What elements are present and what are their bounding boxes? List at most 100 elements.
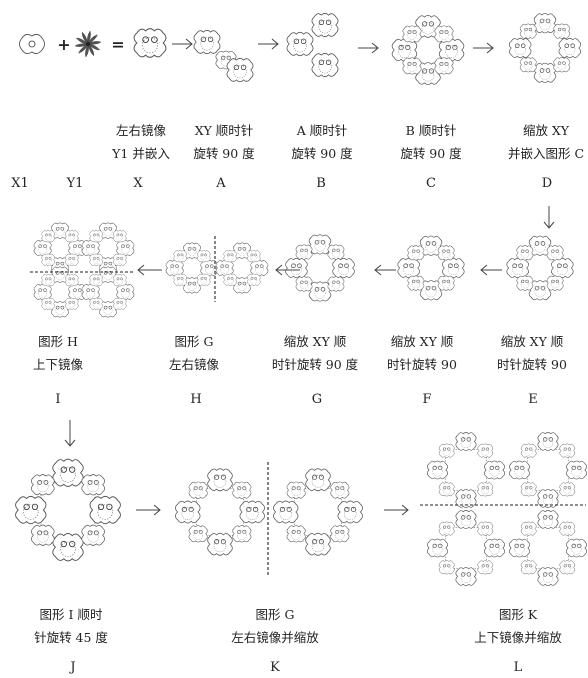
tile-eye-left xyxy=(255,265,258,268)
tile-eye-left xyxy=(121,289,124,292)
tile-eye-left xyxy=(440,30,443,33)
tile-eye-left xyxy=(558,62,561,65)
tile-eye-left xyxy=(251,277,253,279)
tile-eye-left xyxy=(319,60,324,65)
tile-eye-left xyxy=(45,278,47,280)
arm-tile xyxy=(427,539,447,557)
figure-j xyxy=(16,459,121,561)
tile-eye-left xyxy=(221,265,224,268)
tile-eye-left xyxy=(56,227,59,230)
tile-eye-left xyxy=(247,507,251,511)
corner-tile xyxy=(403,26,421,43)
arm-tile xyxy=(442,258,464,278)
tile-eye-left xyxy=(104,306,107,309)
tile-eye-left xyxy=(227,277,229,279)
arm-tile xyxy=(53,534,83,561)
arm-tile xyxy=(427,461,447,479)
tile-eye-left xyxy=(117,257,119,259)
tile-eye-left xyxy=(461,516,465,520)
tile-eye-left xyxy=(238,282,241,285)
tile-eye-left xyxy=(251,254,253,256)
pinwheel-hub xyxy=(86,42,90,46)
corner-tile xyxy=(403,58,421,75)
tile-eye-left xyxy=(540,69,544,73)
corner-tile xyxy=(547,276,563,291)
tile-eye-left xyxy=(543,495,547,499)
arm-tile xyxy=(34,284,51,300)
tile-eye-left xyxy=(412,280,415,283)
tile-eye-left xyxy=(490,544,494,548)
corner-tile xyxy=(520,57,536,72)
corner-tile xyxy=(435,58,453,75)
tile-eye-left xyxy=(214,475,218,479)
equals-operator: = xyxy=(111,37,124,52)
corner-tile xyxy=(521,560,536,574)
tile-eye-left xyxy=(69,234,71,236)
tile-eye-left xyxy=(201,37,206,42)
arm-tile xyxy=(456,432,476,450)
corner-tile xyxy=(439,482,454,496)
tile-eye-left xyxy=(564,526,567,529)
tile-eye-left xyxy=(194,530,197,533)
label-g: G xyxy=(312,392,322,407)
tile-eye-left xyxy=(292,487,295,490)
corner-tile xyxy=(189,526,207,543)
caption-x-line2: Y1 并嵌入 xyxy=(112,147,170,161)
tile-eye-left xyxy=(93,278,95,280)
caption-k-line2: 左右镜像并缩放 xyxy=(231,631,319,645)
tile-eye-left xyxy=(426,241,430,245)
arm-tile xyxy=(398,258,420,278)
corner-tile xyxy=(82,475,105,495)
label-j: J xyxy=(70,660,75,675)
tile-eye-left xyxy=(87,245,90,248)
corner-tile xyxy=(65,230,78,242)
tile-eye-left xyxy=(408,30,411,33)
corner-tile xyxy=(521,444,536,458)
tile-eye-left xyxy=(404,264,408,268)
caption-f-line1: 缩放 XY 顺 xyxy=(391,335,454,349)
figure-b-tile-2 xyxy=(312,13,338,36)
arm-tile xyxy=(306,533,331,555)
tile-eye-left xyxy=(182,507,186,511)
figure-i-bottom-left xyxy=(34,267,86,317)
tile-eye-left xyxy=(315,287,319,291)
corner-tile xyxy=(331,482,349,499)
arm-tile xyxy=(117,240,134,256)
arm-tile xyxy=(529,281,551,301)
tile-eye-left xyxy=(194,487,197,490)
tile-eye-left xyxy=(565,44,569,48)
tile-eye-left xyxy=(38,531,42,535)
corner-tile xyxy=(328,245,344,260)
corner-tile xyxy=(113,274,126,286)
corner-tile xyxy=(478,522,493,536)
tile-eye-left xyxy=(121,245,124,248)
tile-eye-left xyxy=(315,240,319,244)
tile-eye-left xyxy=(38,480,42,484)
tile-eye-left xyxy=(87,289,90,292)
label-b: B xyxy=(316,176,326,191)
tile-eye-left xyxy=(336,487,339,490)
arm-tile xyxy=(309,282,331,302)
caption-e-line2: 时针旋转 90 xyxy=(497,358,567,372)
caption-d-line2: 并嵌入图形 C xyxy=(508,147,584,161)
tile-eye-left xyxy=(442,280,445,283)
tile-eye-left xyxy=(291,264,295,268)
tile-eye-left xyxy=(515,44,519,48)
arm-tile xyxy=(551,258,573,278)
corner-tile xyxy=(478,482,493,496)
tile-eye-left xyxy=(61,467,66,472)
caption-a-line2: 旋转 90 度 xyxy=(193,147,254,161)
tile-eye-left xyxy=(426,286,430,290)
tile-eye-left xyxy=(482,486,485,489)
label-y1: Y1 xyxy=(67,176,84,191)
corner-tile xyxy=(174,274,187,286)
arm-tile xyxy=(333,258,355,278)
figure-b-tile-1 xyxy=(287,32,313,55)
figure-k-right xyxy=(273,469,362,556)
label-d: D xyxy=(542,176,552,191)
tile-eye-left xyxy=(104,262,107,265)
arm-tile xyxy=(286,258,308,278)
arm-tile xyxy=(117,284,134,300)
caption-a-line1: XY 顺时针 xyxy=(195,124,254,138)
tile-eye-left xyxy=(171,265,174,268)
